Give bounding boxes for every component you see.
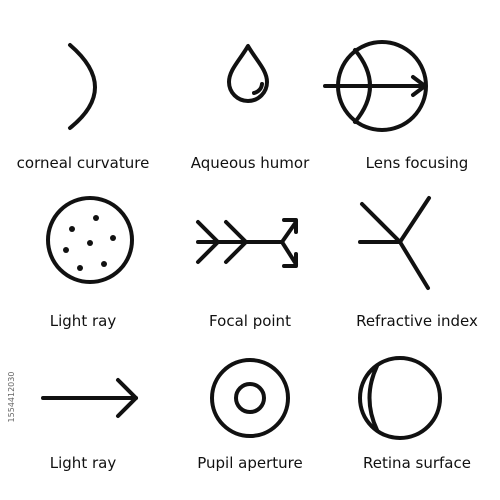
eye-arrow-icon <box>323 40 428 132</box>
label-lens-focusing: Lens focusing <box>365 154 469 172</box>
cornea-arc-icon <box>68 43 97 130</box>
label-pupil-aperture: Pupil aperture <box>197 454 303 472</box>
label-light-ray-1: Light ray <box>49 312 117 330</box>
dotted-circle-icon <box>46 196 134 284</box>
stock-image-id: 1554412030 <box>7 371 16 423</box>
droplet-icon <box>227 44 269 103</box>
label-aqueous-humor: Aqueous humor <box>190 154 310 172</box>
branching-lines-icon <box>358 196 431 290</box>
label-focal-point: Focal point <box>209 312 291 330</box>
label-retina-surface: Retina surface <box>363 454 471 472</box>
eyeball-icon <box>358 356 442 440</box>
concentric-circles-icon <box>210 358 290 438</box>
label-light-ray-2: Light ray <box>49 454 117 472</box>
forked-arrow-icon <box>196 218 298 268</box>
label-refractive-index: Refractive index <box>356 312 478 330</box>
arrow-right-icon <box>41 378 138 418</box>
label-corneal-curvature: corneal curvature <box>16 154 150 172</box>
